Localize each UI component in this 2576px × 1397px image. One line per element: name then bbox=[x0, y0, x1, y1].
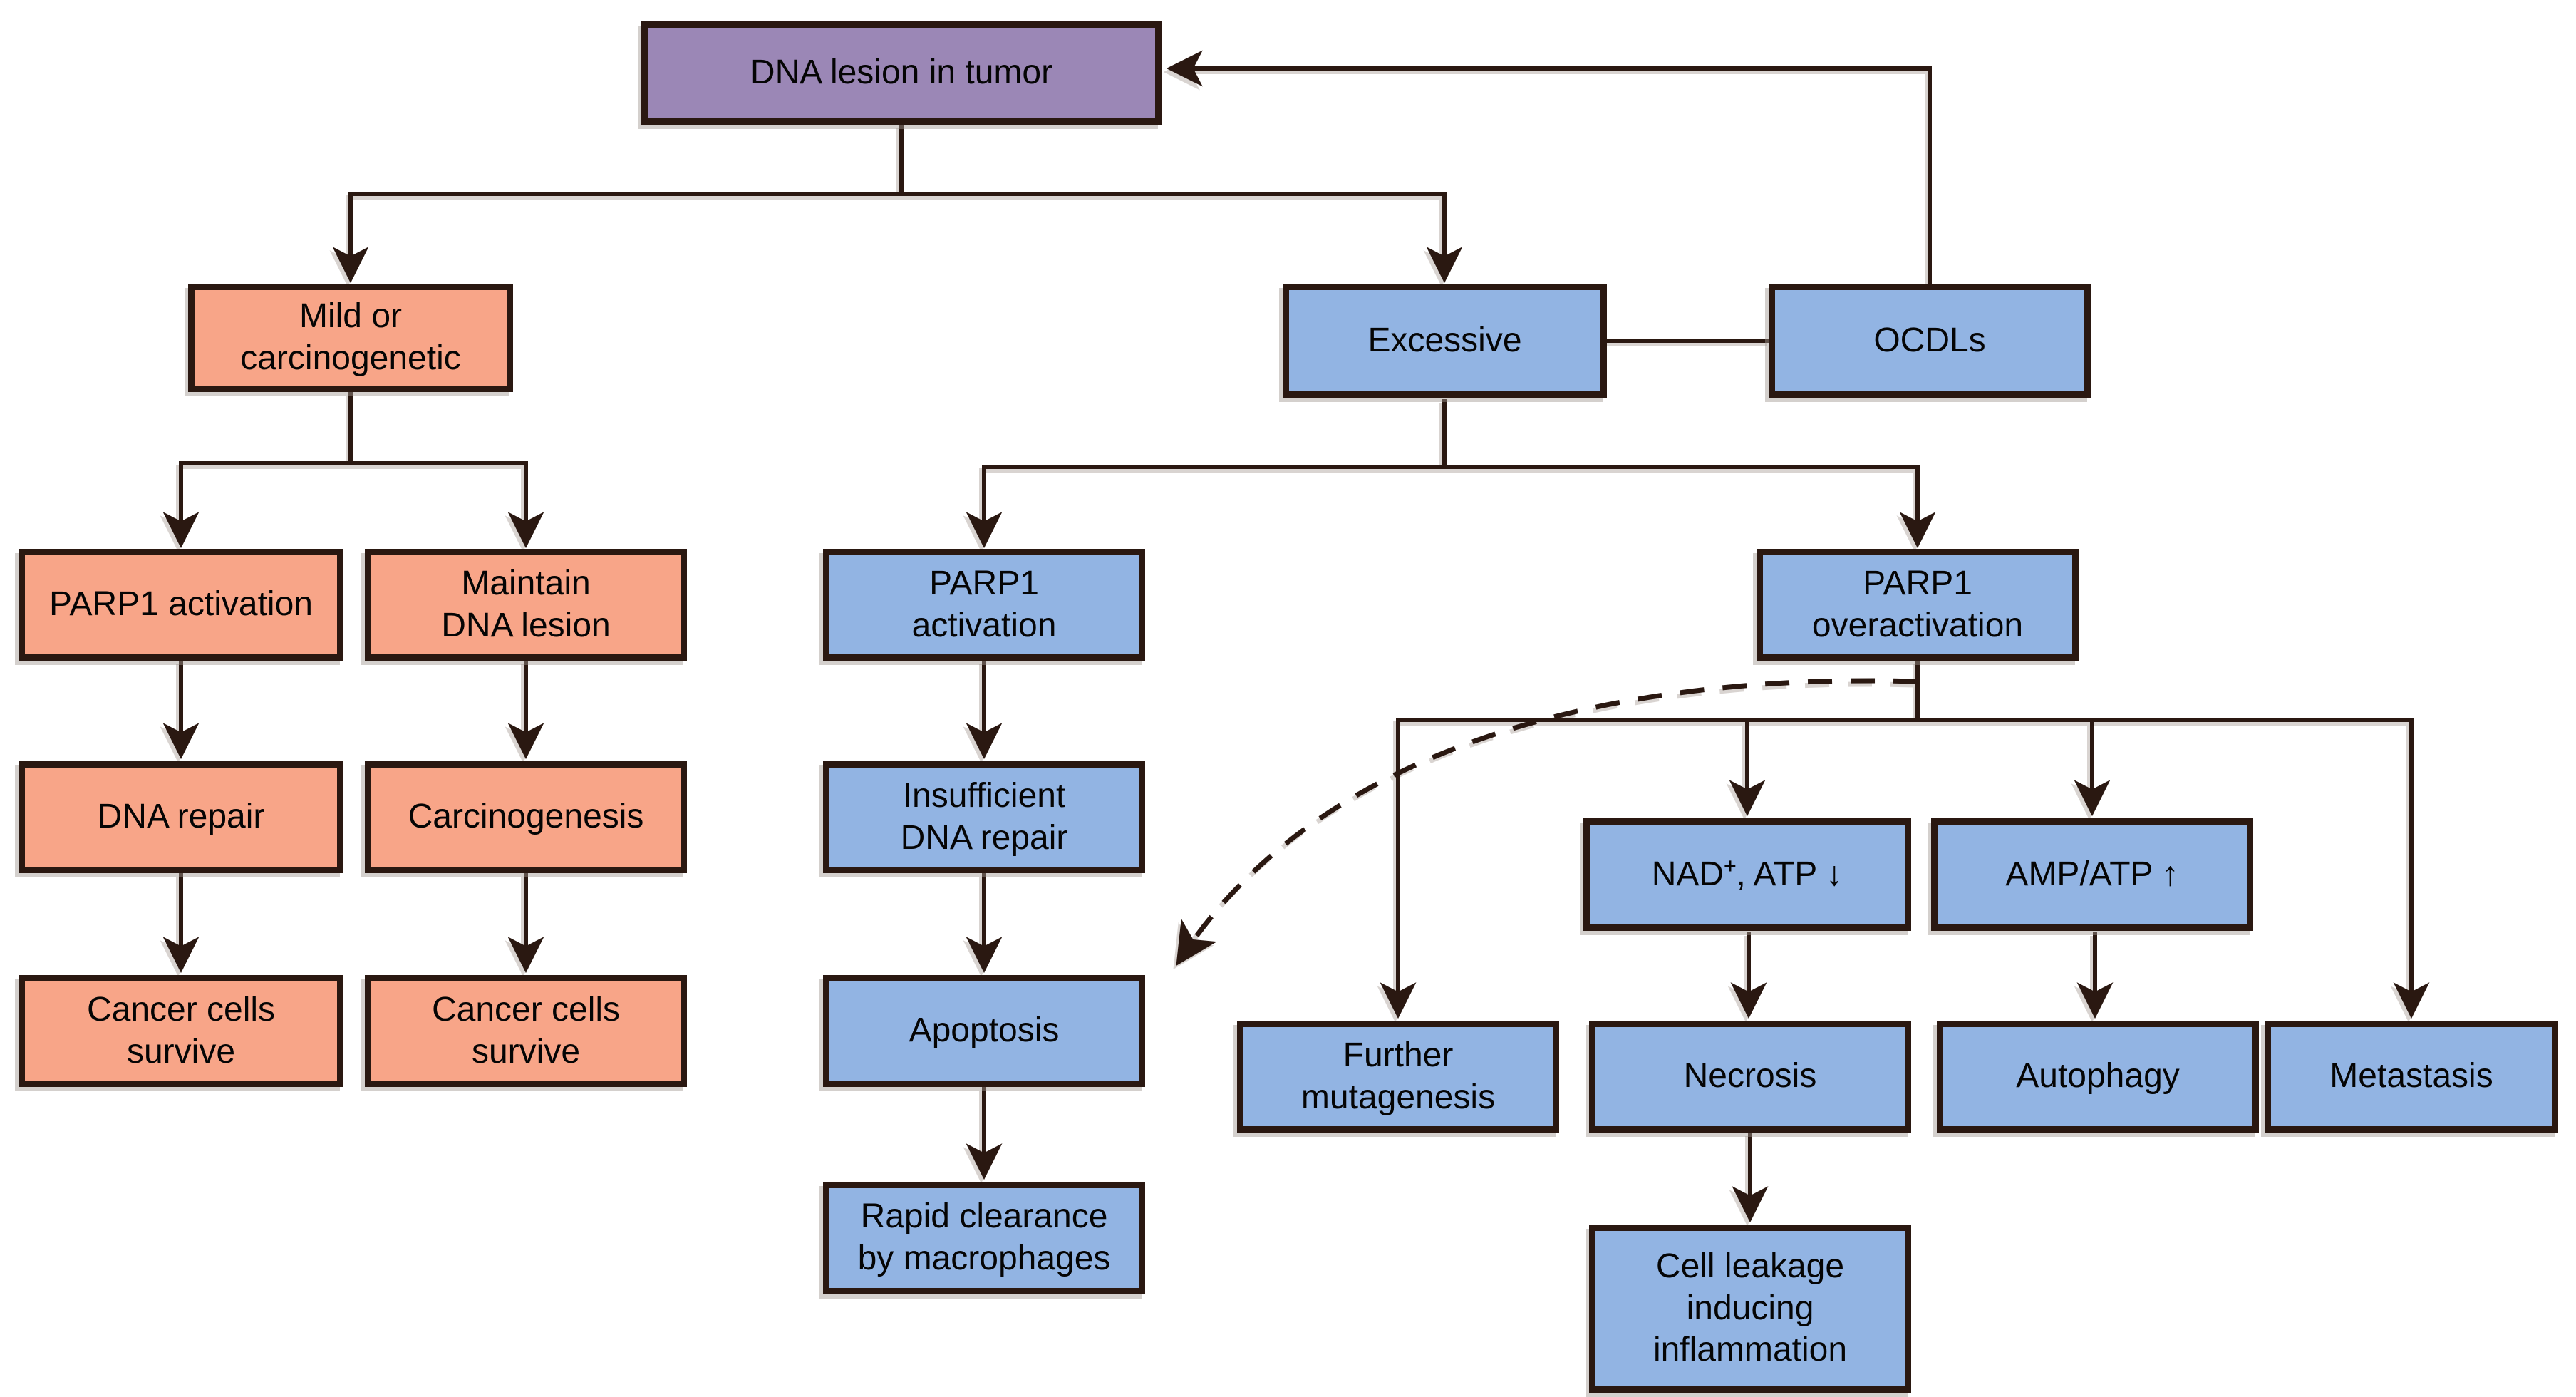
node-cancer-cells-survive-2: Cancer cells survive bbox=[365, 975, 687, 1087]
node-maintain-dna-lesion: Maintain DNA lesion bbox=[365, 549, 687, 661]
node-carcinogenesis: Carcinogenesis bbox=[365, 761, 687, 873]
node-parp1-activation-left: PARP1 activation bbox=[19, 549, 343, 661]
node-label: Apoptosis bbox=[909, 1011, 1060, 1050]
node-label: Further mutagenesis bbox=[1300, 1036, 1496, 1116]
node-parp1-overactivation: PARP1 overactivation bbox=[1757, 549, 2079, 661]
node-further-mutagenesis: Further mutagenesis bbox=[1237, 1021, 1559, 1133]
atp-text: , ATP bbox=[1736, 855, 1818, 893]
node-label: Cancer cells survive bbox=[86, 990, 276, 1071]
node-label: AMP/ATP↑ bbox=[2005, 854, 2178, 896]
node-insufficient-dna-repair: Insufficient DNA repair bbox=[823, 761, 1145, 873]
node-label: Cancer cells survive bbox=[431, 990, 621, 1071]
node-label: Excessive bbox=[1367, 321, 1522, 359]
node-label: Cell leakage inducing inflammation bbox=[1652, 1247, 1848, 1369]
node-label: OCDLs bbox=[1873, 321, 1986, 359]
node-dna-repair: DNA repair bbox=[19, 761, 343, 873]
node-cancer-cells-survive-1: Cancer cells survive bbox=[19, 975, 343, 1087]
amp-atp-text: AMP/ATP bbox=[2005, 855, 2153, 893]
node-rapid-clearance: Rapid clearance by macrophages bbox=[823, 1182, 1145, 1294]
node-ocdls: OCDLs bbox=[1769, 284, 2091, 398]
dashed-arrow-overactivation-to-apoptosis bbox=[1176, 678, 1918, 966]
node-label: PARP1 activation bbox=[49, 585, 313, 624]
node-nad-atp-down: NAD+, ATP↓ bbox=[1583, 818, 1911, 931]
node-label: Autophagy bbox=[2016, 1057, 2180, 1096]
node-excessive: Excessive bbox=[1283, 284, 1607, 398]
node-autophagy: Autophagy bbox=[1937, 1021, 2259, 1133]
down-arrow-icon: ↓ bbox=[1826, 855, 1843, 893]
node-label: Metastasis bbox=[2329, 1057, 2493, 1096]
arrow-feedback-ocdls-to-dna-lesion bbox=[1166, 50, 1932, 284]
nad-superscript-plus: + bbox=[1724, 854, 1737, 878]
node-label: Carcinogenesis bbox=[408, 798, 644, 836]
node-amp-atp-up: AMP/ATP↑ bbox=[1931, 818, 2253, 931]
node-label: PARP1 overactivation bbox=[1811, 564, 2024, 644]
node-label: Rapid clearance by macrophages bbox=[857, 1197, 1111, 1277]
node-necrosis: Necrosis bbox=[1589, 1021, 1911, 1133]
node-label: DNA lesion in tumor bbox=[750, 53, 1053, 92]
connectors bbox=[162, 50, 2430, 1223]
node-label: DNA repair bbox=[97, 798, 265, 836]
up-arrow-icon: ↑ bbox=[2161, 855, 2179, 893]
node-cell-leakage-inducing-inflammation: Cell leakage inducing inflammation bbox=[1589, 1225, 1911, 1393]
node-label: Maintain DNA lesion bbox=[441, 564, 611, 644]
node-label: NAD+, ATP↓ bbox=[1652, 854, 1843, 896]
node-label: Necrosis bbox=[1683, 1057, 1817, 1096]
nad-text: NAD bbox=[1651, 855, 1724, 893]
node-label: Insufficient DNA repair bbox=[900, 776, 1068, 857]
node-dna-lesion-in-tumor: DNA lesion in tumor bbox=[641, 21, 1162, 125]
node-parp1-activation-mid: PARP1 activation bbox=[823, 549, 1145, 661]
node-label: Mild or carcinogenetic bbox=[240, 297, 461, 377]
node-mild-or-carcinogenetic: Mild or carcinogenetic bbox=[188, 284, 513, 392]
node-apoptosis: Apoptosis bbox=[823, 975, 1145, 1087]
node-metastasis: Metastasis bbox=[2265, 1021, 2558, 1133]
node-label: PARP1 activation bbox=[911, 564, 1057, 644]
